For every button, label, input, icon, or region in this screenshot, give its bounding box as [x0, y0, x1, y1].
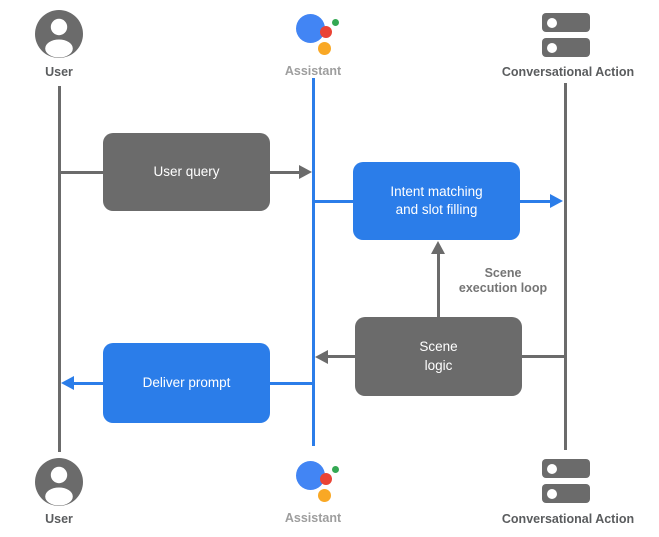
scene-loop-arrowhead-icon: [431, 241, 445, 254]
server-tray: [542, 484, 590, 503]
scenelogic-arrowhead-icon: [315, 349, 328, 364]
user-label-top: User: [45, 65, 73, 79]
server-tray: [542, 459, 590, 478]
server-led: [547, 42, 557, 53]
conversational-action-icon: [542, 459, 590, 503]
assistant-label-top: Assistant: [284, 64, 342, 78]
server-led: [547, 17, 557, 28]
scene-execution-loop-line2: execution loop: [458, 281, 548, 295]
intent-matching-box: Intent matching and slot filling: [353, 162, 520, 240]
intent-matching-line2: and slot filling: [395, 202, 478, 217]
userquery-arrowhead-icon: [299, 165, 312, 179]
deliver-prompt-label: Deliver prompt: [142, 374, 231, 390]
deliver-to-user-line: [74, 381, 103, 385]
scenelogic-to-assistant-line: [328, 355, 355, 358]
conversational-action-icon: [542, 13, 590, 57]
user-icon: [35, 10, 83, 58]
deliver-arrowhead-icon: [61, 376, 74, 390]
server-tray: [542, 38, 590, 57]
user-query-box: User query: [103, 133, 270, 211]
assistant-icon: [289, 8, 339, 58]
server-tray: [542, 13, 590, 32]
scene-loop-line: [436, 253, 440, 317]
server-led: [547, 463, 557, 474]
assistant-lifeline: [311, 78, 315, 446]
server-led: [547, 488, 557, 499]
assistant-icon: [289, 455, 339, 505]
user-to-userquery-line: [59, 170, 103, 174]
deliver-prompt-box: Deliver prompt: [103, 343, 270, 423]
assistant-label-bottom: Assistant: [284, 511, 342, 525]
user-icon: [35, 458, 83, 506]
conversational-action-label-top: Conversational Action: [501, 65, 635, 79]
scene-execution-loop-label: Scene execution loop: [443, 266, 563, 296]
scene-logic-line2: logic: [424, 357, 453, 373]
assistant-to-deliver-line: [270, 381, 313, 385]
scene-logic-box: Scene logic: [355, 317, 522, 396]
assistant-to-intent-line: [313, 199, 353, 203]
userquery-to-assistant-line: [270, 170, 300, 174]
ca-to-scenelogic-line: [522, 355, 565, 358]
conversational-action-label-bottom: Conversational Action: [501, 512, 635, 526]
user-lifeline: [57, 86, 61, 452]
intent-arrowhead-icon: [550, 194, 563, 208]
intent-matching-line1: Intent matching: [390, 183, 483, 199]
intent-to-ca-line: [520, 199, 551, 203]
user-query-label: User query: [153, 163, 220, 179]
conversational-action-lifeline: [563, 83, 567, 450]
user-label-bottom: User: [45, 512, 73, 526]
scene-execution-loop-line1: Scene: [484, 266, 522, 280]
scene-logic-line1: Scene: [419, 339, 458, 355]
